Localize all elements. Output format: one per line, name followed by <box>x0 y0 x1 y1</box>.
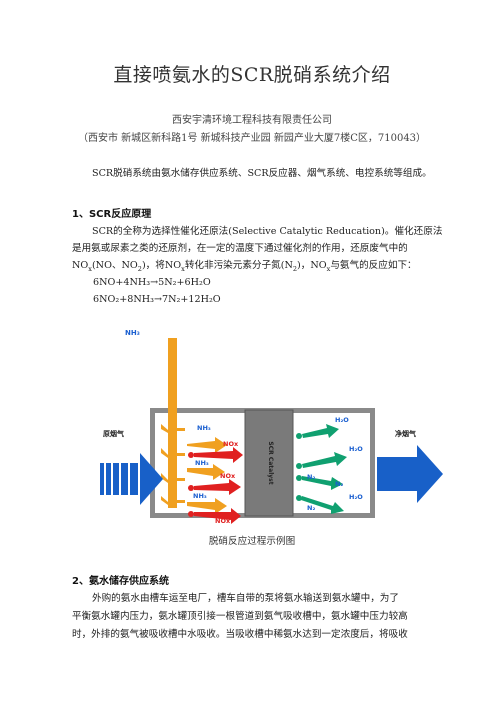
outlet-flue-gas-arrow <box>377 445 443 503</box>
address: （西安市 新城区新科路1号 新城科技产业园 新园产业大厦7楼C区，710043） <box>77 133 427 144</box>
product-arrows <box>296 424 347 514</box>
section1-para-line2: 是用氨或尿素之类的还原剂，在一定的温度下通过催化剂的作用，还原废气中的 <box>72 243 408 254</box>
intro-paragraph: SCR脱硝系统由氨水储存供应系统、SCR反应器、烟气系统、电控系统等组成。 <box>92 168 432 179</box>
inlet-flue-gas-arrow <box>100 453 163 505</box>
n2-label-3: N₂ <box>307 504 315 512</box>
organization: 西安宇清环境工程科技有限责任公司 <box>172 115 332 126</box>
section2-line2: 平衡氨水罐内压力，氨水罐顶引接一根管道到氨气吸收槽中，氨水罐中压力较高 <box>72 611 408 622</box>
h2o-label-2: H₂O <box>349 445 363 453</box>
scr-reaction-diagram: SCR Catalyst NH₃ 原烟气 净烟气 NH₃ NH₃ NH₃ NOx <box>100 329 443 525</box>
h2o-label-1: H₂O <box>335 416 349 424</box>
nox-label-2: NOx <box>220 472 236 480</box>
n2-label-1: N₂ <box>307 473 315 481</box>
nox-label-1: NOx <box>223 440 239 448</box>
section2-line3: 时，外排的氨气被吸收槽中水吸收。当吸收槽中稀氨水达到一定浓度后，将吸收 <box>72 629 408 640</box>
nh3-label-2: NH₃ <box>195 459 209 467</box>
section1-heading: 1、SCR反应原理 <box>72 209 152 220</box>
catalyst-label: SCR Catalyst <box>267 441 274 484</box>
outlet-label: 净烟气 <box>395 429 416 438</box>
equation-1: 6NO+4NH₃→5N₂+6H₂O <box>93 277 211 288</box>
section1-para-line1: SCR的全称为选择性催化还原法(Selective Catalytic Redu… <box>92 226 443 237</box>
inlet-label: 原烟气 <box>103 429 124 438</box>
catalyst-block <box>244 409 294 517</box>
page-title: 直接喷氨水的SCR脱硝系统介绍 <box>113 64 391 86</box>
equation-2: 6NO₂+8NH₃→7N₂+12H₂O <box>93 294 221 305</box>
nh3-label-3: NH₃ <box>193 492 207 500</box>
figure-caption: 脱硝反应过程示例图 <box>208 536 296 547</box>
nox-arrows <box>188 447 243 524</box>
nh3-label-1: NH₃ <box>197 424 211 432</box>
section2-heading: 2、氨水储存供应系统 <box>72 576 169 587</box>
nh3-inlet-label: NH₃ <box>125 329 140 337</box>
n2-label-2: N₂ <box>335 480 343 488</box>
nh3-nozzles <box>161 424 185 505</box>
nh3-arrows <box>187 437 227 514</box>
section1-para-line3: NOx(NO、NO2)，将NOx转化非污染元素分子氮(N2)，NOx与氨气的反应… <box>72 260 417 273</box>
section2-line1: 外购的氨水由槽车运至电厂，槽车自带的泵将氨水输送到氨水罐中，为了 <box>92 593 399 604</box>
h2o-label-3: H₂O <box>349 493 363 501</box>
nox-label-3: NOx <box>215 517 231 525</box>
nh3-feed-pipe <box>168 338 177 508</box>
